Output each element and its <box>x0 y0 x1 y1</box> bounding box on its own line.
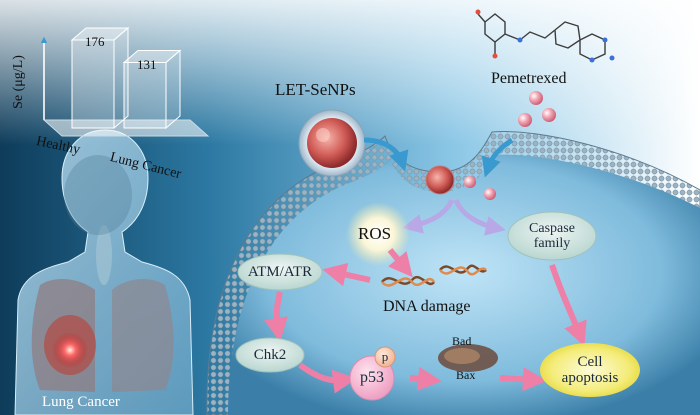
apoptosis-label-line2: apoptosis <box>561 370 619 386</box>
pemetrexed-molecule <box>475 9 615 63</box>
arrow-p53-to-bax <box>409 366 442 391</box>
ros-label: ROS <box>358 224 392 243</box>
caspase-node <box>507 211 597 261</box>
human-body-illustration <box>14 129 194 415</box>
let-senps-label: LET-SeNPs <box>275 80 356 99</box>
arrow-ros-to-dna <box>387 248 413 278</box>
internalized-drug <box>464 176 476 188</box>
bar-front-0 <box>71 39 115 129</box>
bad-label: Bad <box>452 334 472 348</box>
let-senps-nanoparticle <box>298 109 366 177</box>
internalized-drug <box>484 188 496 200</box>
caspase-label: Caspase family <box>508 213 596 259</box>
branch-arrow-ros <box>402 198 455 234</box>
bar-top-0 <box>70 27 130 41</box>
caspase-label-line1: Caspase <box>529 220 575 236</box>
uptake-arrow-drug <box>481 137 514 178</box>
bar-value-label: 176 <box>85 34 105 49</box>
bar-top-1 <box>122 50 182 63</box>
arrow-chk2-to-p53 <box>298 362 357 394</box>
chk2-node <box>235 337 305 373</box>
atm-atr-label: ATM/ATR <box>247 263 313 280</box>
atm-atr-node <box>237 253 323 291</box>
dna-damage-illustration <box>381 264 487 287</box>
p-label: p <box>381 348 389 364</box>
lung-cancer-body-label: Lung Cancer <box>42 394 120 410</box>
drug-sphere <box>529 91 543 105</box>
internalized-nanoparticle <box>425 165 455 195</box>
bar-chart <box>40 26 210 137</box>
drug-sphere <box>518 113 532 127</box>
bar-value-label: 131 <box>137 56 157 72</box>
apoptosis-node <box>540 343 640 397</box>
caspase-label-line2: family <box>533 236 571 251</box>
ros-glow <box>346 202 410 266</box>
p-node <box>374 346 396 368</box>
arrow-bax-to-apoptosis <box>499 367 547 392</box>
arrow-caspase-to-apoptosis <box>549 264 587 347</box>
pemetrexed-label: Pemetrexed <box>491 70 567 87</box>
chk2-label: Chk2 <box>253 346 287 363</box>
y-axis-label: Se (μg/L) <box>10 55 26 109</box>
bax-label: Bax <box>456 368 476 382</box>
tumor-glow <box>52 332 88 368</box>
branch-arrow-caspase <box>453 198 506 236</box>
apoptosis-label: Cell apoptosis <box>540 345 640 395</box>
p53-label: p53 <box>360 369 384 387</box>
arrow-atm-to-chk2 <box>264 291 288 342</box>
bar-side-1 <box>165 49 181 130</box>
apoptosis-label-line1: Cell <box>577 353 603 370</box>
dna-damage-label: DNA damage <box>383 298 471 315</box>
drug-sphere <box>542 108 556 122</box>
bar-front-1 <box>123 62 167 129</box>
arrow-dna-to-atm <box>322 262 371 287</box>
uptake-arrow-nanoparticle <box>363 137 409 172</box>
